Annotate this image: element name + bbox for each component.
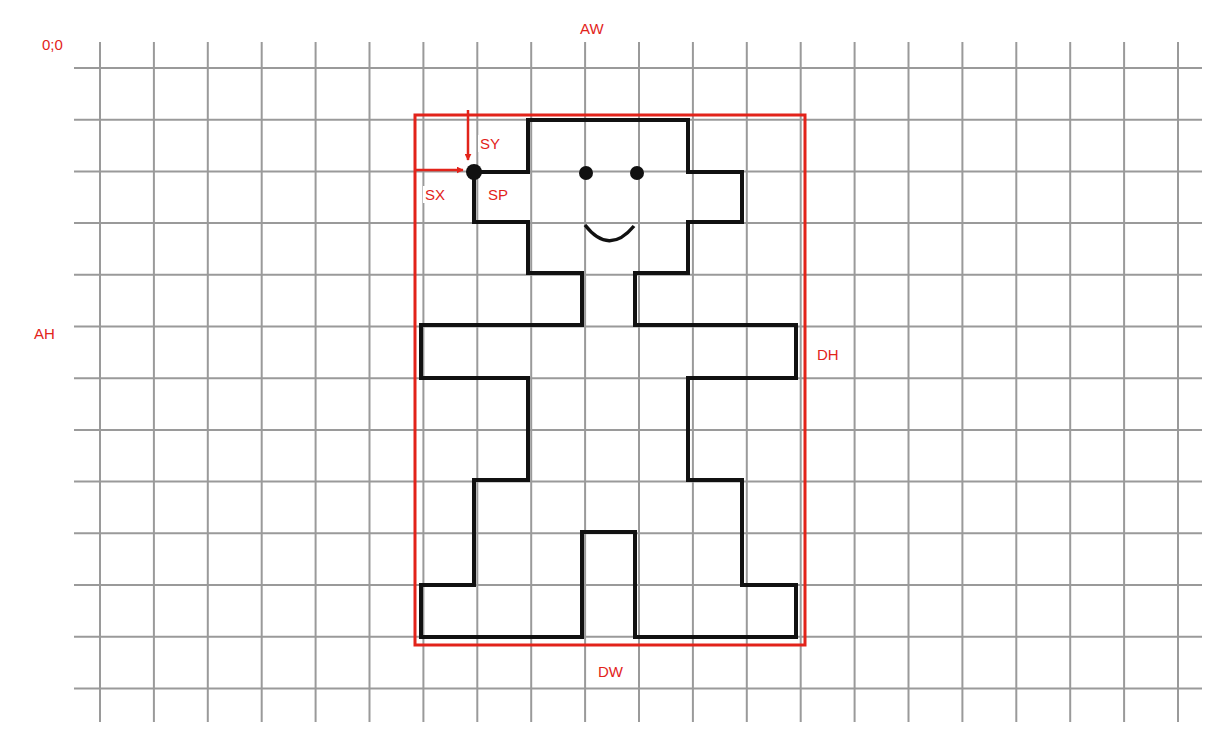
smile — [585, 225, 634, 241]
grid-line — [74, 584, 1202, 586]
bounding-rectangle — [415, 115, 805, 645]
grid-line — [961, 42, 963, 722]
height-label: DH — [815, 346, 841, 363]
start-point — [466, 164, 482, 180]
grid-line — [74, 429, 1202, 431]
grid-line — [207, 42, 209, 722]
grid-line — [746, 42, 748, 722]
grid-line — [99, 42, 101, 722]
grid-line — [74, 687, 1202, 689]
grid-line — [261, 42, 263, 722]
sx-arrow — [414, 169, 463, 172]
grid-line — [1015, 42, 1017, 722]
grid-line — [854, 42, 856, 722]
offset-label: SY — [478, 135, 502, 152]
grid-line — [74, 532, 1202, 534]
grid-line — [74, 67, 1202, 69]
height-label: AH — [32, 325, 57, 342]
eye — [630, 166, 644, 180]
grid-line — [74, 481, 1202, 483]
eye — [579, 166, 593, 180]
grid-line — [638, 42, 640, 722]
grid-line — [692, 42, 694, 722]
width-label: AW — [578, 20, 606, 37]
grid-line — [1177, 42, 1179, 722]
grid-line — [1069, 42, 1071, 722]
grid-line — [369, 42, 371, 722]
grid-line — [74, 222, 1202, 224]
grid-line — [584, 42, 586, 722]
origin-label: 0;0 — [40, 36, 65, 53]
grid-line — [1123, 42, 1125, 722]
sy-arrow — [467, 110, 470, 160]
bear-figure — [421, 120, 796, 637]
grid-lines — [74, 42, 1202, 722]
grid-line — [530, 42, 532, 722]
point-label: SP — [486, 186, 510, 203]
grid-line — [74, 377, 1202, 379]
grid-line — [315, 42, 317, 722]
grid-line — [908, 42, 910, 722]
offset-label: SX — [423, 186, 447, 203]
width-label: DW — [596, 663, 625, 680]
grid-line — [800, 42, 802, 722]
grid-line — [153, 42, 155, 722]
